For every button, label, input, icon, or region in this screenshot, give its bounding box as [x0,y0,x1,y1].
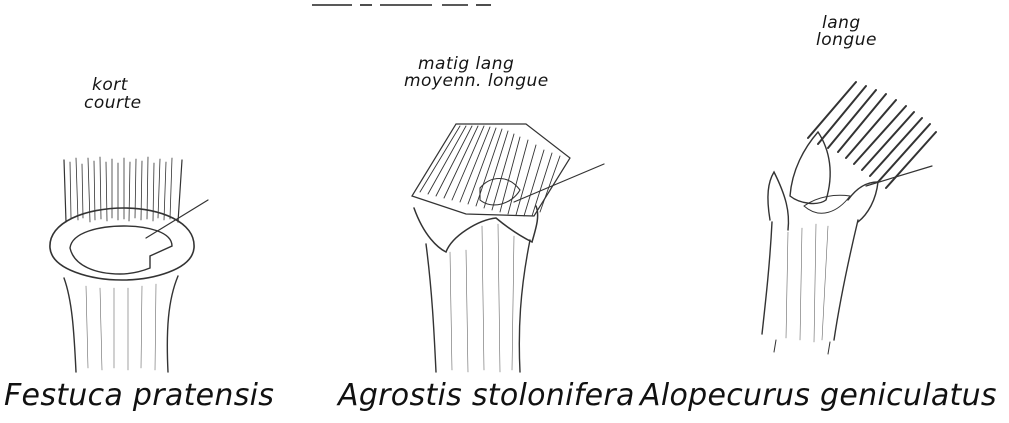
agrostis-ligule-length-fr: moyenn. longue [404,72,549,90]
alopecurus-stem-drawing [762,82,936,354]
festuca-stem-drawing [50,157,208,372]
agrostis-species-name: Agrostis stolonifera [338,378,635,413]
festuca-ligule-length-nl: kort [92,76,128,94]
agrostis-stem-drawing [412,124,604,372]
festuca-species-name: Festuca pratensis [4,378,274,413]
festuca-ligule-length-fr: courte [84,94,142,112]
alopecurus-species-name: Alopecurus geniculatus [640,378,997,413]
alopecurus-ligule-length-fr: longue [816,31,877,49]
